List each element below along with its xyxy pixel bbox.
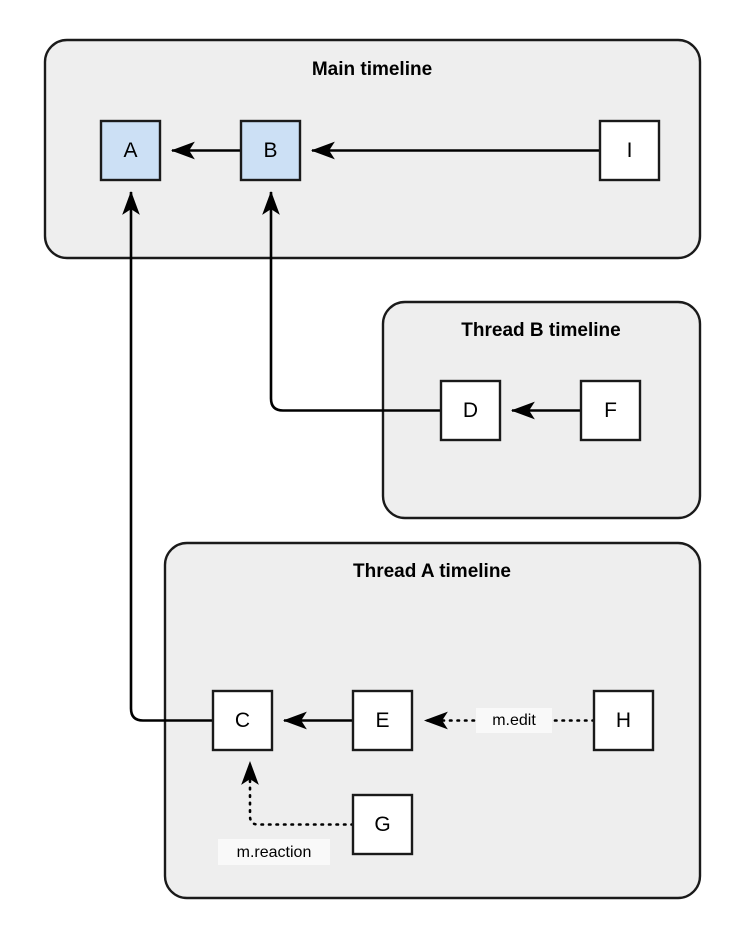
node-g-rect bbox=[351, 793, 414, 856]
node-e-rect bbox=[351, 689, 414, 752]
node-b-rect bbox=[239, 119, 302, 182]
node-a[interactable]: A bbox=[99, 119, 162, 182]
edge-label-m-edit: m.edit bbox=[476, 708, 552, 733]
node-f[interactable]: F bbox=[579, 379, 642, 442]
edge-d-to-b[interactable] bbox=[262, 190, 441, 412]
edge-label-m-edit-bg bbox=[476, 708, 552, 733]
node-g-label: G bbox=[374, 813, 390, 836]
node-h[interactable]: H bbox=[592, 689, 655, 752]
container-main-rect bbox=[43, 38, 702, 260]
node-f-label: F bbox=[604, 399, 617, 422]
node-i-rect bbox=[598, 119, 661, 182]
node-c-rect bbox=[211, 689, 274, 752]
edge-label-m-edit-text: m.edit bbox=[492, 712, 536, 729]
node-f-rect bbox=[579, 379, 642, 442]
node-c[interactable]: C bbox=[211, 689, 274, 752]
node-a-label: A bbox=[123, 139, 137, 162]
container-thread-a-title: Thread A timeline bbox=[353, 561, 511, 582]
edge-label-m-reaction-bg bbox=[218, 839, 330, 865]
node-h-rect bbox=[592, 689, 655, 752]
node-d-rect bbox=[439, 379, 502, 442]
container-main[interactable]: Main timeline bbox=[43, 38, 702, 260]
node-b[interactable]: B bbox=[239, 119, 302, 182]
edge-label-m-reaction: m.reaction bbox=[218, 839, 330, 865]
node-h-label: H bbox=[616, 709, 631, 732]
node-i-label: I bbox=[627, 139, 633, 162]
node-g[interactable]: G bbox=[351, 793, 414, 856]
node-d-label: D bbox=[463, 399, 478, 422]
container-thread-b-title: Thread B timeline bbox=[461, 320, 620, 341]
edge-label-m-reaction-text: m.reaction bbox=[237, 844, 312, 861]
node-i[interactable]: I bbox=[598, 119, 661, 182]
node-e-label: E bbox=[375, 709, 389, 732]
node-a-rect bbox=[99, 119, 162, 182]
edge-c-to-a[interactable] bbox=[122, 190, 213, 722]
node-b-label: B bbox=[263, 139, 277, 162]
container-main-title: Main timeline bbox=[312, 59, 432, 80]
node-c-label: C bbox=[235, 709, 250, 732]
node-d[interactable]: D bbox=[439, 379, 502, 442]
node-e[interactable]: E bbox=[351, 689, 414, 752]
